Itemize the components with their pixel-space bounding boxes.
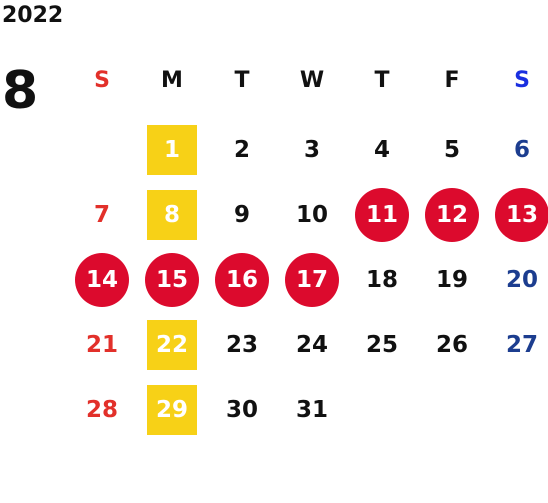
day-number: 28 (85, 397, 118, 423)
weekday-header-0: S (94, 67, 110, 93)
day-cell-21: 21 (72, 320, 132, 370)
day-number: 2 (233, 137, 250, 163)
day-cell-20: 20 (492, 255, 548, 305)
day-number: 3 (303, 137, 320, 163)
day-number: 26 (435, 332, 468, 358)
day-cell-28: 28 (72, 385, 132, 435)
day-number: 20 (505, 267, 538, 293)
day-number: 18 (365, 267, 398, 293)
red-marked-day: 13 (495, 188, 548, 242)
red-marked-day: 17 (285, 253, 339, 307)
day-cell-25: 25 (352, 320, 412, 370)
year-label: 2022 (2, 3, 64, 28)
day-cell-23: 23 (212, 320, 272, 370)
day-cell-24: 24 (282, 320, 342, 370)
day-number: 19 (435, 267, 468, 293)
day-cell-13: 13 (492, 188, 548, 242)
day-cell-3: 3 (282, 125, 342, 175)
day-cell-14: 14 (72, 253, 132, 307)
day-cell-15: 15 (142, 253, 202, 307)
day-number: 25 (365, 332, 398, 358)
day-number: 31 (295, 397, 328, 423)
day-cell-4: 4 (352, 125, 412, 175)
day-number: 7 (93, 202, 110, 228)
day-cell-22: 22 (142, 320, 202, 370)
day-number: 27 (505, 332, 538, 358)
day-cell-5: 5 (422, 125, 482, 175)
weekday-header-5: F (444, 67, 460, 93)
yellow-marked-day: 22 (147, 320, 197, 370)
day-cell-16: 16 (212, 253, 272, 307)
day-number: 10 (295, 202, 328, 228)
yellow-marked-day: 8 (147, 190, 197, 240)
day-cell-19: 19 (422, 255, 482, 305)
red-marked-day: 15 (145, 253, 199, 307)
red-marked-day: 16 (215, 253, 269, 307)
weekday-header-1: M (161, 67, 183, 93)
day-cell-29: 29 (142, 385, 202, 435)
day-cell-8: 8 (142, 190, 202, 240)
day-number: 4 (373, 137, 390, 163)
day-cell-10: 10 (282, 190, 342, 240)
day-cell-17: 17 (282, 253, 342, 307)
day-cell-7: 7 (72, 190, 132, 240)
day-number: 9 (233, 202, 250, 228)
day-cell-9: 9 (212, 190, 272, 240)
day-cell-2: 2 (212, 125, 272, 175)
day-cell-27: 27 (492, 320, 548, 370)
day-cell-12: 12 (422, 188, 482, 242)
yellow-marked-day: 29 (147, 385, 197, 435)
weekday-header-3: W (299, 67, 325, 93)
day-cell-11: 11 (352, 188, 412, 242)
day-cell-1: 1 (142, 125, 202, 175)
day-cell-31: 31 (282, 385, 342, 435)
red-marked-day: 12 (425, 188, 479, 242)
weekday-header-4: T (374, 67, 390, 93)
weekday-header-6: S (514, 67, 530, 93)
weekday-header-2: T (234, 67, 250, 93)
day-number: 21 (85, 332, 118, 358)
day-cell-30: 30 (212, 385, 272, 435)
day-cell-6: 6 (492, 125, 548, 175)
day-number: 24 (295, 332, 328, 358)
yellow-marked-day: 1 (147, 125, 197, 175)
red-marked-day: 14 (75, 253, 129, 307)
day-number: 5 (443, 137, 460, 163)
day-number: 6 (513, 137, 530, 163)
day-number: 30 (225, 397, 258, 423)
day-number: 23 (225, 332, 258, 358)
day-cell-18: 18 (352, 255, 412, 305)
month-label: 8 (2, 61, 39, 121)
day-cell-26: 26 (422, 320, 482, 370)
red-marked-day: 11 (355, 188, 409, 242)
